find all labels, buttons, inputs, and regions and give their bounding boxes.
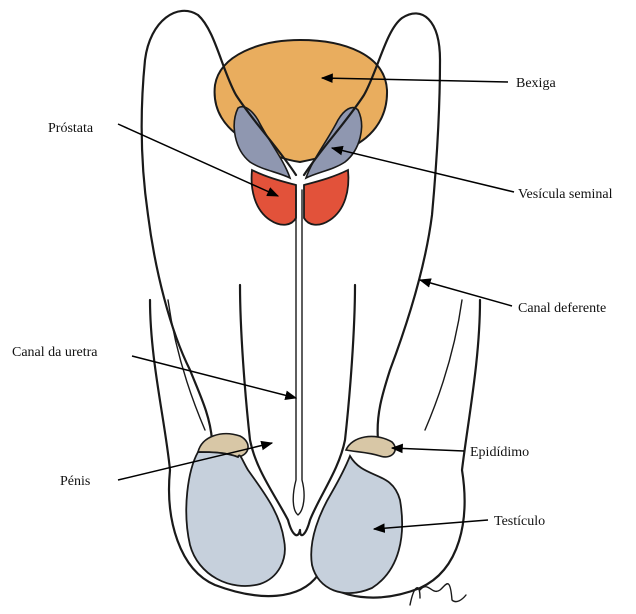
label-vesicula-seminal: Vesícula seminal xyxy=(518,187,613,202)
urethra xyxy=(293,190,304,515)
canal-deferente-arrow xyxy=(420,280,512,306)
vesicula-seminal-arrow xyxy=(332,148,514,192)
inner-thigh-line-right xyxy=(425,300,462,430)
artist-signature xyxy=(410,584,466,605)
epididimo-arrow xyxy=(392,448,464,451)
prostate-right xyxy=(304,170,348,225)
label-canal-uretra: Canal da uretra xyxy=(12,345,98,360)
label-bexiga: Bexiga xyxy=(516,76,556,91)
epididymis-right xyxy=(346,436,395,456)
label-prostata: Próstata xyxy=(48,121,94,136)
testis-left xyxy=(186,452,285,586)
label-canal-deferente: Canal deferente xyxy=(518,301,606,316)
label-penis: Pénis xyxy=(60,474,90,489)
label-epididimo: Epidídimo xyxy=(470,445,529,460)
label-testiculo: Testículo xyxy=(494,514,545,529)
testis-right xyxy=(311,456,402,593)
